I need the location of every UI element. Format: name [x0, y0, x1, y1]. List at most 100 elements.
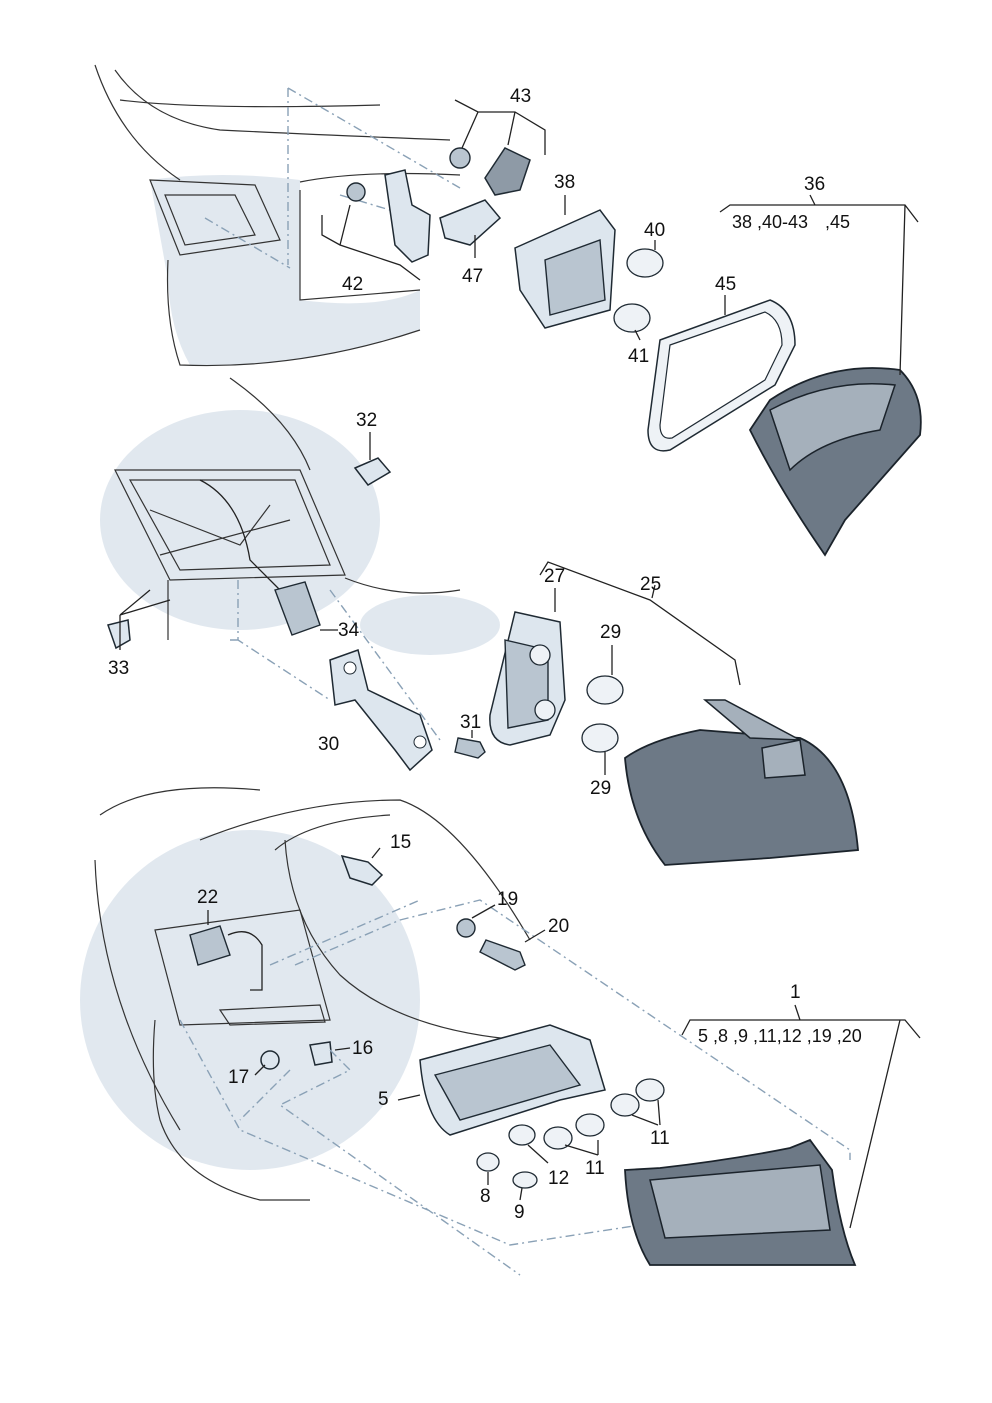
label-16: 16 [352, 1038, 373, 1059]
part-32-clip [353, 457, 392, 486]
body-contour-line [229, 377, 311, 471]
part-31-screw [454, 737, 486, 759]
part-30-hole [413, 735, 427, 749]
part-22-wiring [227, 931, 263, 991]
label-36-group-a: 38 ,40-43 [732, 212, 808, 232]
leader-5 [397, 1094, 421, 1101]
label-41: 41 [628, 346, 649, 367]
part-27-socket [529, 644, 551, 666]
body-contour-line [299, 190, 421, 301]
part-29-bulb [581, 723, 619, 753]
label-36-group-b: ,45 [825, 212, 850, 232]
part-40-bulb [626, 248, 664, 278]
part-15-clip [340, 854, 384, 886]
label-25: 25 [640, 574, 661, 595]
label-29a: 29 [600, 622, 621, 643]
middle-section: 32 33 34 30 31 27 25 29 29 [100, 377, 859, 866]
label-17: 17 [228, 1067, 249, 1088]
part-29-bulb [586, 675, 624, 705]
tail-opening-inner [128, 479, 331, 571]
part-36-tail-lamp-lens [769, 383, 897, 472]
part-47-connector [439, 199, 502, 246]
part-19-nut [456, 918, 476, 938]
assembly-line [287, 87, 461, 265]
part-27-socket [534, 699, 556, 721]
body-contour-line [284, 839, 521, 1041]
label-11b: 11 [585, 1158, 605, 1179]
label-9: 9 [514, 1202, 525, 1223]
leader-17 [254, 1064, 266, 1076]
lamp-opening [149, 179, 281, 256]
part-38-circuit [544, 239, 606, 316]
part-16-clip [309, 1041, 333, 1066]
lamp-opening-inner [164, 194, 256, 246]
leader-20 [524, 929, 546, 943]
label-38: 38 [554, 172, 575, 193]
label-31: 31 [460, 712, 481, 733]
body-contour-line [94, 64, 181, 181]
bottom-section: 22 15 19 20 16 17 5 11 11 12 8 9 1 5 ,8 … [80, 787, 921, 1276]
opening-detail [149, 504, 291, 556]
part-30-hole [343, 661, 357, 675]
leader-11b [564, 1140, 599, 1156]
label-20: 20 [548, 916, 569, 937]
label-15: 15 [390, 832, 411, 853]
label-43: 43 [510, 86, 531, 107]
leader-43 [454, 99, 546, 155]
body-contour-line [167, 577, 461, 640]
body-contour-line [119, 99, 381, 108]
part-11-bulb [610, 1093, 640, 1117]
leader-15 [371, 847, 381, 859]
body-contour-line [99, 787, 261, 816]
body-contour-line [152, 1019, 310, 1201]
body-shade [360, 595, 500, 655]
label-47: 47 [462, 266, 483, 287]
leader-11a [631, 1099, 661, 1126]
part-22-connector [189, 925, 231, 966]
assembly-line [179, 899, 851, 1276]
top-section: 43 42 47 38 40 41 45 36 38 ,40-43 ,45 [94, 64, 922, 557]
label-34: 34 [338, 620, 360, 641]
part-34-connector [274, 581, 321, 636]
label-11a: 11 [650, 1128, 670, 1149]
leader-16 [334, 1047, 351, 1051]
part-11-bulb [575, 1113, 605, 1137]
label-42: 42 [342, 274, 363, 295]
part-11-bulb [543, 1126, 573, 1150]
part-20-screw [479, 939, 526, 971]
tail-opening-slot [218, 1004, 326, 1026]
body-contour-line [94, 859, 181, 1131]
leader-25 [539, 561, 741, 686]
label-36: 36 [804, 174, 825, 195]
leader-19 [471, 904, 496, 919]
label-32: 32 [356, 410, 377, 431]
body-panel-shade [150, 175, 420, 366]
label-40: 40 [644, 220, 665, 241]
part-25-tail-lamp [624, 729, 859, 866]
part-9-bulb [512, 1171, 538, 1189]
label-5: 5 [378, 1089, 389, 1110]
label-29b: 29 [590, 778, 611, 799]
body-contour-line [274, 814, 391, 851]
part-8-bulb [476, 1152, 500, 1172]
part-30-bracket [329, 649, 433, 772]
part-33-clip [107, 619, 131, 650]
label-33: 33 [108, 658, 129, 679]
label-1: 1 [790, 982, 801, 1003]
leader-1 [681, 1004, 921, 1229]
tail-opening [154, 909, 331, 1026]
label-8: 8 [480, 1186, 491, 1207]
body-shade [100, 410, 380, 630]
label-30: 30 [318, 734, 339, 755]
label-45: 45 [715, 274, 736, 295]
part-45-gasket-inner [659, 311, 783, 439]
leader-9 [519, 1187, 523, 1201]
leader-12 [527, 1144, 549, 1164]
wiring-harness [199, 479, 281, 591]
part-41-bulb [613, 303, 651, 333]
label-12: 12 [548, 1168, 569, 1189]
part-43-nut [449, 147, 471, 169]
leader-33 [119, 589, 171, 650]
part-42-nut [346, 182, 366, 202]
tail-opening [114, 469, 346, 581]
